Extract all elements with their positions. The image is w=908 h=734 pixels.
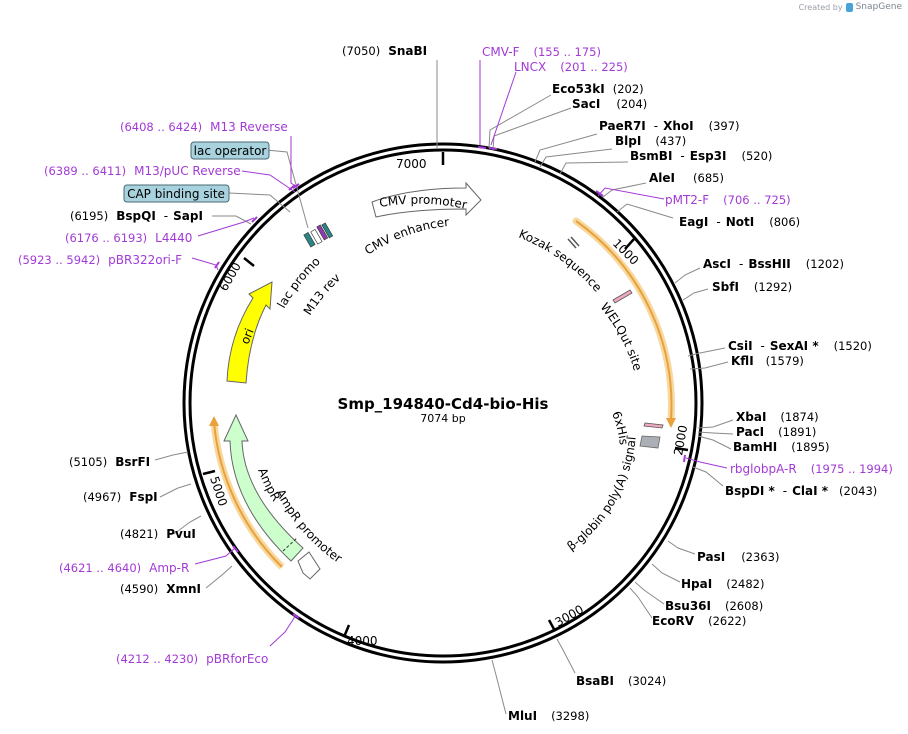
primer-amp-r[interactable]: (4621 .. 4640)Amp-R: [59, 561, 189, 575]
primer-pmt2-f[interactable]: pMT2-F(706 .. 725): [665, 193, 791, 207]
site-bsmbi-esp3i[interactable]: BsmBI-Esp3I(520): [630, 149, 772, 163]
cap-binding-site-label: CAP binding site: [127, 187, 225, 201]
site-bsu36i[interactable]: Bsu36I(2608): [665, 599, 763, 613]
tick-6000: 6000: [216, 260, 243, 293]
bglobin-label: β-globin poly(A) signal: [564, 436, 638, 553]
plasmid-length: 7074 bp: [420, 412, 465, 425]
primer-m13-reverse[interactable]: (6408 .. 6424)M13 Reverse: [120, 120, 288, 134]
ori-arrow[interactable]: [226, 281, 273, 384]
site-alei[interactable]: AleI(685): [649, 171, 724, 185]
ampr-arrow[interactable]: [223, 413, 304, 562]
ampr-promoter-arrow[interactable]: [297, 551, 321, 580]
site-paci[interactable]: PacI(1891): [736, 425, 816, 439]
orf-arc[interactable]: [572, 217, 676, 428]
site-asci-bsshii[interactable]: AscI-BssHII(1202): [703, 257, 844, 271]
cap-site-marker[interactable]: [316, 222, 334, 241]
backbone: [182, 142, 704, 664]
kozak-marker: [567, 236, 580, 249]
primer-lncx[interactable]: LNCX(201 .. 225): [514, 60, 628, 74]
site-xbai[interactable]: XbaI(1874): [736, 410, 819, 424]
primer-marks: [214, 146, 686, 619]
cmv-promoter-arrow[interactable]: [371, 181, 482, 218]
site-fspi[interactable]: (4967)FspI: [83, 490, 158, 504]
welqut-site-marker[interactable]: [612, 289, 633, 304]
lac-operator-label: lac operator: [194, 144, 267, 158]
cmv-promoter-label: CMV promoter: [378, 193, 468, 212]
his-tag-marker[interactable]: [643, 422, 664, 429]
snapgene-credit: Created by SnapGene: [799, 2, 902, 12]
ampr-promoter-boundary: [282, 537, 298, 552]
ampr-orf-arc[interactable]: [209, 416, 285, 570]
site-eco53ki[interactable]: Eco53kI(202): [552, 82, 644, 96]
bglobin-polya-marker[interactable]: [639, 435, 661, 449]
site-xmni[interactable]: (4590)XmnI: [120, 582, 201, 596]
welqut-label: WELQut site: [598, 300, 645, 372]
site-ecorv[interactable]: EcoRV(2622): [652, 614, 746, 628]
ori-label: ori: [238, 326, 257, 346]
tick-2000: 2000: [671, 424, 690, 457]
scale-ticks: [202, 152, 689, 638]
site-bspqi-sapi[interactable]: (6195)BspQI-SapI: [70, 209, 203, 223]
site-leaders: [154, 60, 734, 715]
site-bsabi[interactable]: BsaBI(3024): [576, 674, 666, 688]
site-snabi[interactable]: (7050)SnaBI: [342, 44, 427, 58]
tick-4000: 4000: [347, 634, 378, 648]
site-eagi-noti[interactable]: EagI-NotI(806): [679, 215, 800, 229]
cap-binding-site-box[interactable]: CAP binding site: [123, 184, 230, 203]
lac-operator-box[interactable]: lac operator: [190, 141, 270, 160]
site-bspdi-clai[interactable]: BspDI *-ClaI *(2043): [725, 484, 877, 498]
site-paer7i-xhoi[interactable]: PaeR7I-XhoI(397): [599, 119, 740, 133]
site-hpai[interactable]: HpaI(2482): [681, 577, 764, 591]
credit-brand: SnapGene: [855, 2, 902, 12]
site-saci[interactable]: SacI(204): [572, 97, 647, 111]
site-pasi[interactable]: PasI(2363): [697, 550, 779, 564]
site-mlui[interactable]: MluI(3298): [508, 709, 589, 723]
primer-rbglobpa-r[interactable]: rbglobpA-R(1975 .. 1994): [730, 462, 893, 476]
site-pvui[interactable]: (4821)PvuI: [120, 527, 196, 541]
tick-3000: 3000: [553, 602, 586, 629]
site-sbfi[interactable]: SbfI(1292): [712, 280, 792, 294]
site-csii-sexai[interactable]: CsiI-SexAI *(1520): [728, 339, 872, 353]
primer-m13puc-reverse[interactable]: (6389 .. 6411)M13/pUC Reverse: [44, 164, 241, 178]
tick-7000: 7000: [396, 157, 427, 171]
plasmid-name: Smp_194840-Cd4-bio-His: [338, 395, 549, 413]
site-bamhi[interactable]: BamHI(1895): [733, 440, 830, 454]
credit-text: Created by: [798, 2, 843, 12]
cmv-enhancer-label: CMV enhancer: [362, 215, 450, 258]
site-bsrfi[interactable]: (5105)BsrFI: [69, 455, 150, 469]
primer-cmv-f[interactable]: CMV-F(155 .. 175): [482, 45, 601, 59]
lac-operator-marker[interactable]: [303, 229, 323, 248]
primer-pbr322ori-f[interactable]: (5923 .. 5942)pBR322ori-F: [18, 253, 182, 267]
snapgene-logo-icon: [845, 2, 853, 12]
site-blpi[interactable]: BlpI(437): [615, 134, 686, 148]
primer-pbrforeco[interactable]: (4212 .. 4230)pBRforEco: [116, 652, 268, 666]
primer-l4440[interactable]: (6176 .. 6193)L4440: [65, 231, 192, 245]
site-kfli[interactable]: KflI(1579): [731, 354, 804, 368]
